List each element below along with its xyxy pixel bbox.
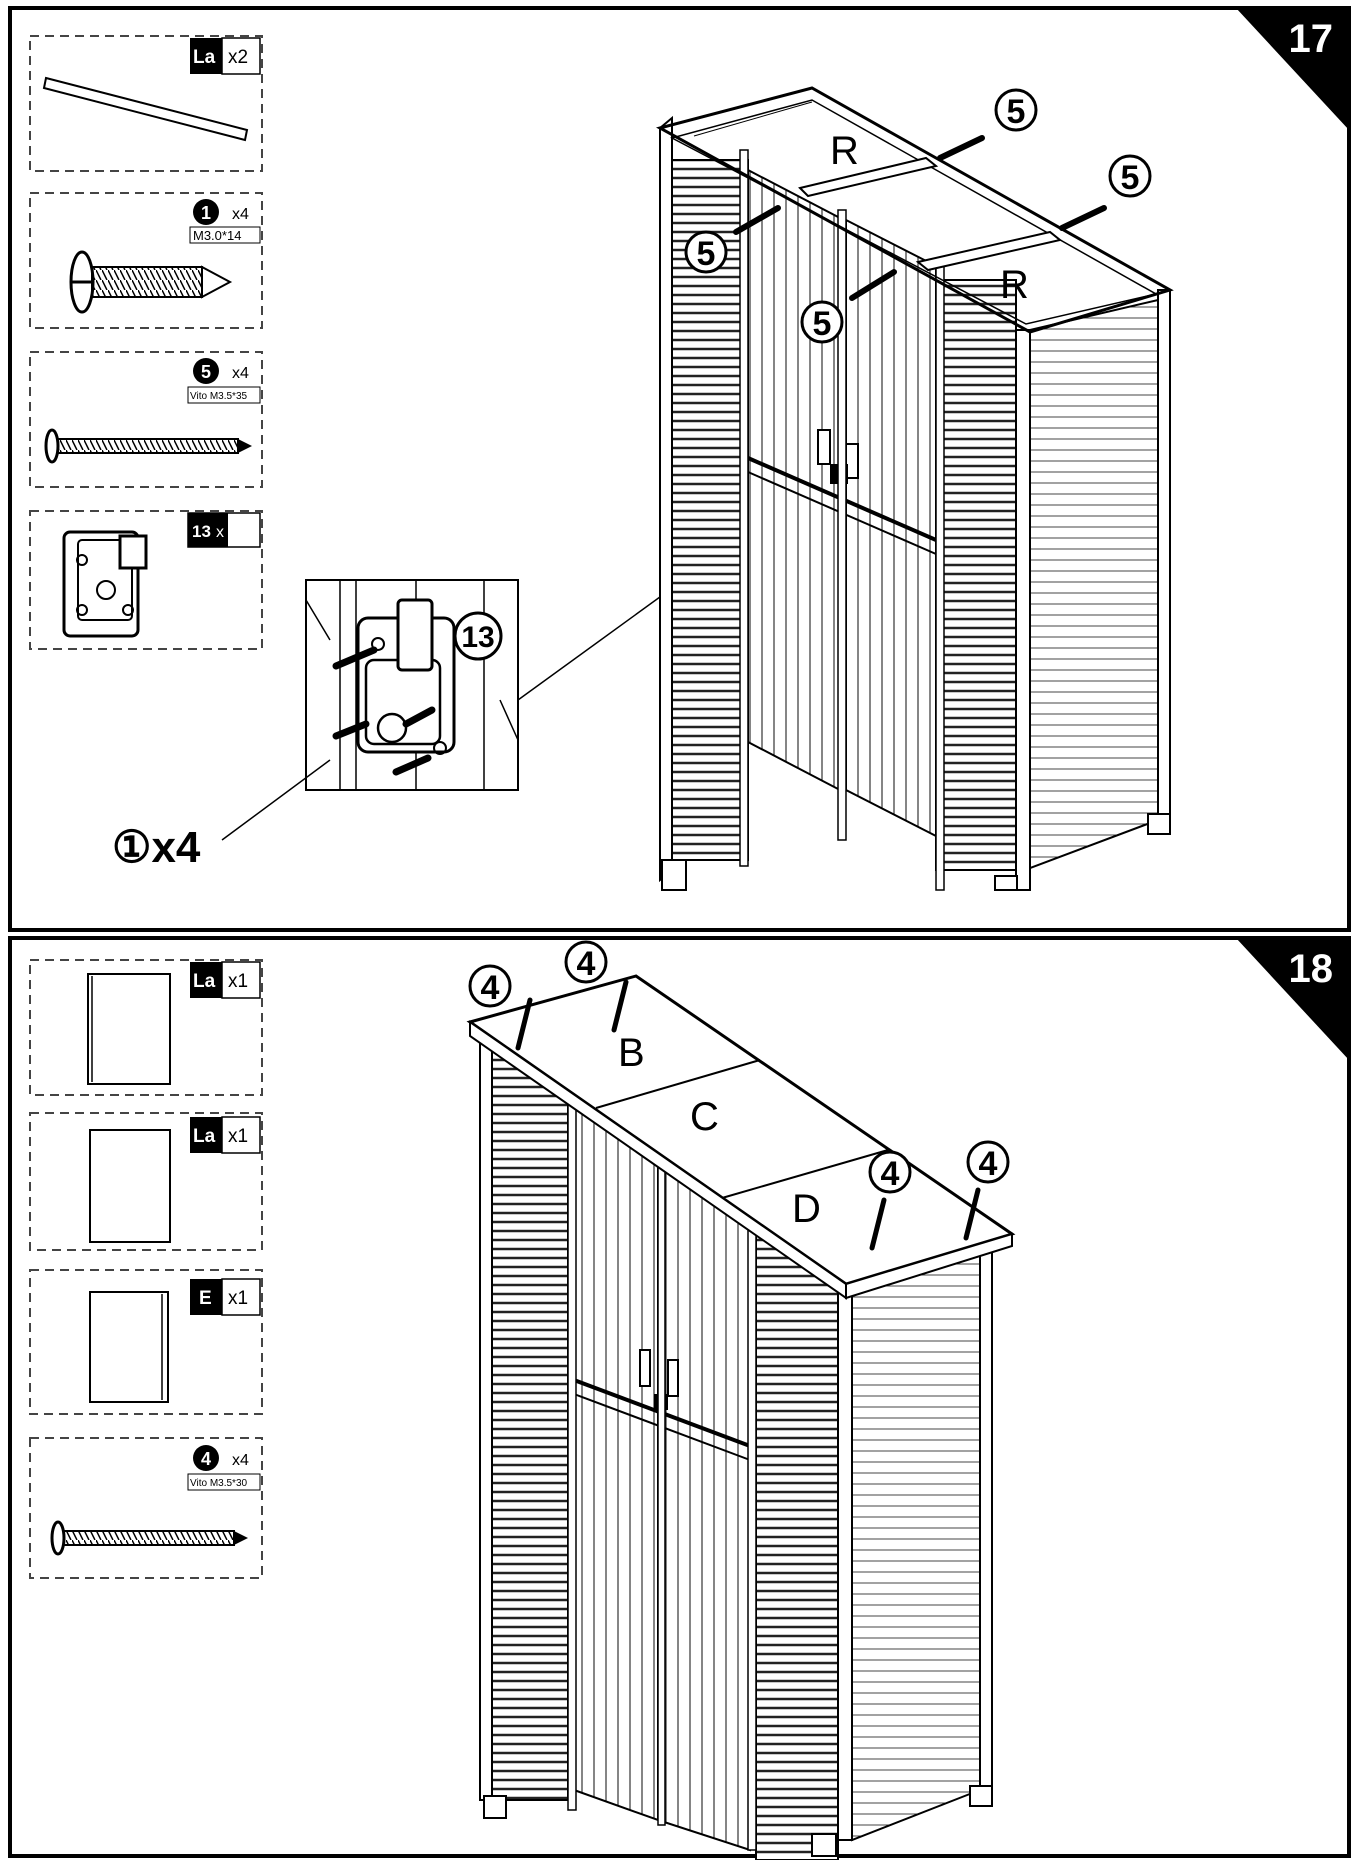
part-spec: Vito M3.5*30 — [190, 1478, 248, 1489]
part-label: 1 — [201, 203, 211, 223]
screw-4-callouts: 4 4 4 4 — [468, 940, 1010, 1194]
step-17-number: 17 — [1289, 17, 1334, 61]
svg-text:5: 5 — [1007, 93, 1026, 131]
svg-text:4: 4 — [979, 1145, 998, 1183]
rail-label-r: R — [1000, 263, 1029, 307]
part-qty: x4 — [232, 1452, 249, 1469]
part-label: La — [193, 1126, 216, 1147]
step-17-parts-list: La x2 1 x4 M3.0*14 — [29, 35, 263, 650]
part-qty: x1 — [228, 1126, 248, 1147]
cabinet-step-17: R R 5 5 5 5 — [655, 86, 1174, 891]
part-qty: x4 — [232, 206, 249, 223]
rail-label-r: R — [830, 129, 859, 173]
part-screw-1-box: 1 x4 M3.0*14 — [29, 192, 263, 329]
svg-text:5: 5 — [697, 235, 716, 273]
step-18-number-tab — [1236, 938, 1349, 1060]
rail-la-icon — [42, 76, 249, 142]
part-label: 4 — [201, 1449, 211, 1469]
roof-panel-d: D — [792, 1187, 821, 1231]
part-latch-13-box: 13 x — [29, 510, 263, 650]
part-qty: x1 — [228, 971, 248, 992]
roof-panel-b: B — [618, 1031, 645, 1075]
svg-text:5: 5 — [1121, 159, 1140, 197]
panel-icon — [87, 973, 171, 1085]
part-e-panel-box: E x1 — [29, 1269, 263, 1415]
part-screw-5-box: 5 x4 Vito M3.5*35 — [29, 351, 263, 488]
part-label: E — [199, 1288, 212, 1309]
svg-text:4: 4 — [481, 969, 500, 1007]
part-qty: x4 — [232, 365, 249, 382]
step-17-number-tab — [1236, 8, 1349, 130]
latch-icon — [62, 530, 148, 638]
screw-m3-5-35-icon — [44, 428, 252, 464]
step-18-number: 18 — [1289, 947, 1334, 991]
roof-panel-c: C — [690, 1095, 719, 1139]
screw-5-callouts: 5 5 5 5 — [684, 88, 1152, 344]
latch-detail-zoom: 13 — [305, 579, 519, 791]
part-spec: Vito M3.5*35 — [190, 391, 248, 402]
part-la-box: La x2 — [29, 35, 263, 172]
part-spec: M3.0*14 — [193, 228, 241, 243]
screw-m3-14-icon — [69, 250, 233, 314]
part-label: 13 — [192, 522, 211, 541]
part-label: La — [193, 971, 216, 992]
svg-text:4: 4 — [577, 945, 596, 983]
part-qty: x2 — [228, 47, 248, 68]
step-17-panel: 17 La x2 1 x4 M3.0*14 — [8, 6, 1351, 932]
panel-icon — [89, 1129, 171, 1243]
leader-line — [221, 759, 331, 841]
callout-part-13: 13 — [461, 621, 494, 654]
back-rail-hatch — [693, 101, 813, 137]
part-screw-4-box: 4 x4 Vito M3.5*30 — [29, 1437, 263, 1579]
screw-m3-5-30-icon — [50, 1520, 248, 1556]
part-la-panel-box: La x1 — [29, 959, 263, 1096]
callout-screw-1-x4: ①x4 — [112, 823, 201, 872]
step-18-parts-list: La x1 La x1 E x1 — [29, 959, 263, 1579]
panel-icon — [89, 1291, 169, 1403]
step-18-panel: 18 La x1 La x1 — [8, 936, 1351, 1861]
part-label: La — [193, 47, 216, 68]
svg-text:5: 5 — [813, 305, 832, 343]
part-label: 5 — [201, 362, 211, 382]
part-qty: x — [216, 524, 224, 541]
part-qty: x1 — [228, 1288, 248, 1309]
part-la-panel-box: La x1 — [29, 1112, 263, 1251]
svg-text:4: 4 — [881, 1155, 900, 1193]
cabinet-step-18: B C D 4 4 4 4 — [466, 940, 1016, 1861]
